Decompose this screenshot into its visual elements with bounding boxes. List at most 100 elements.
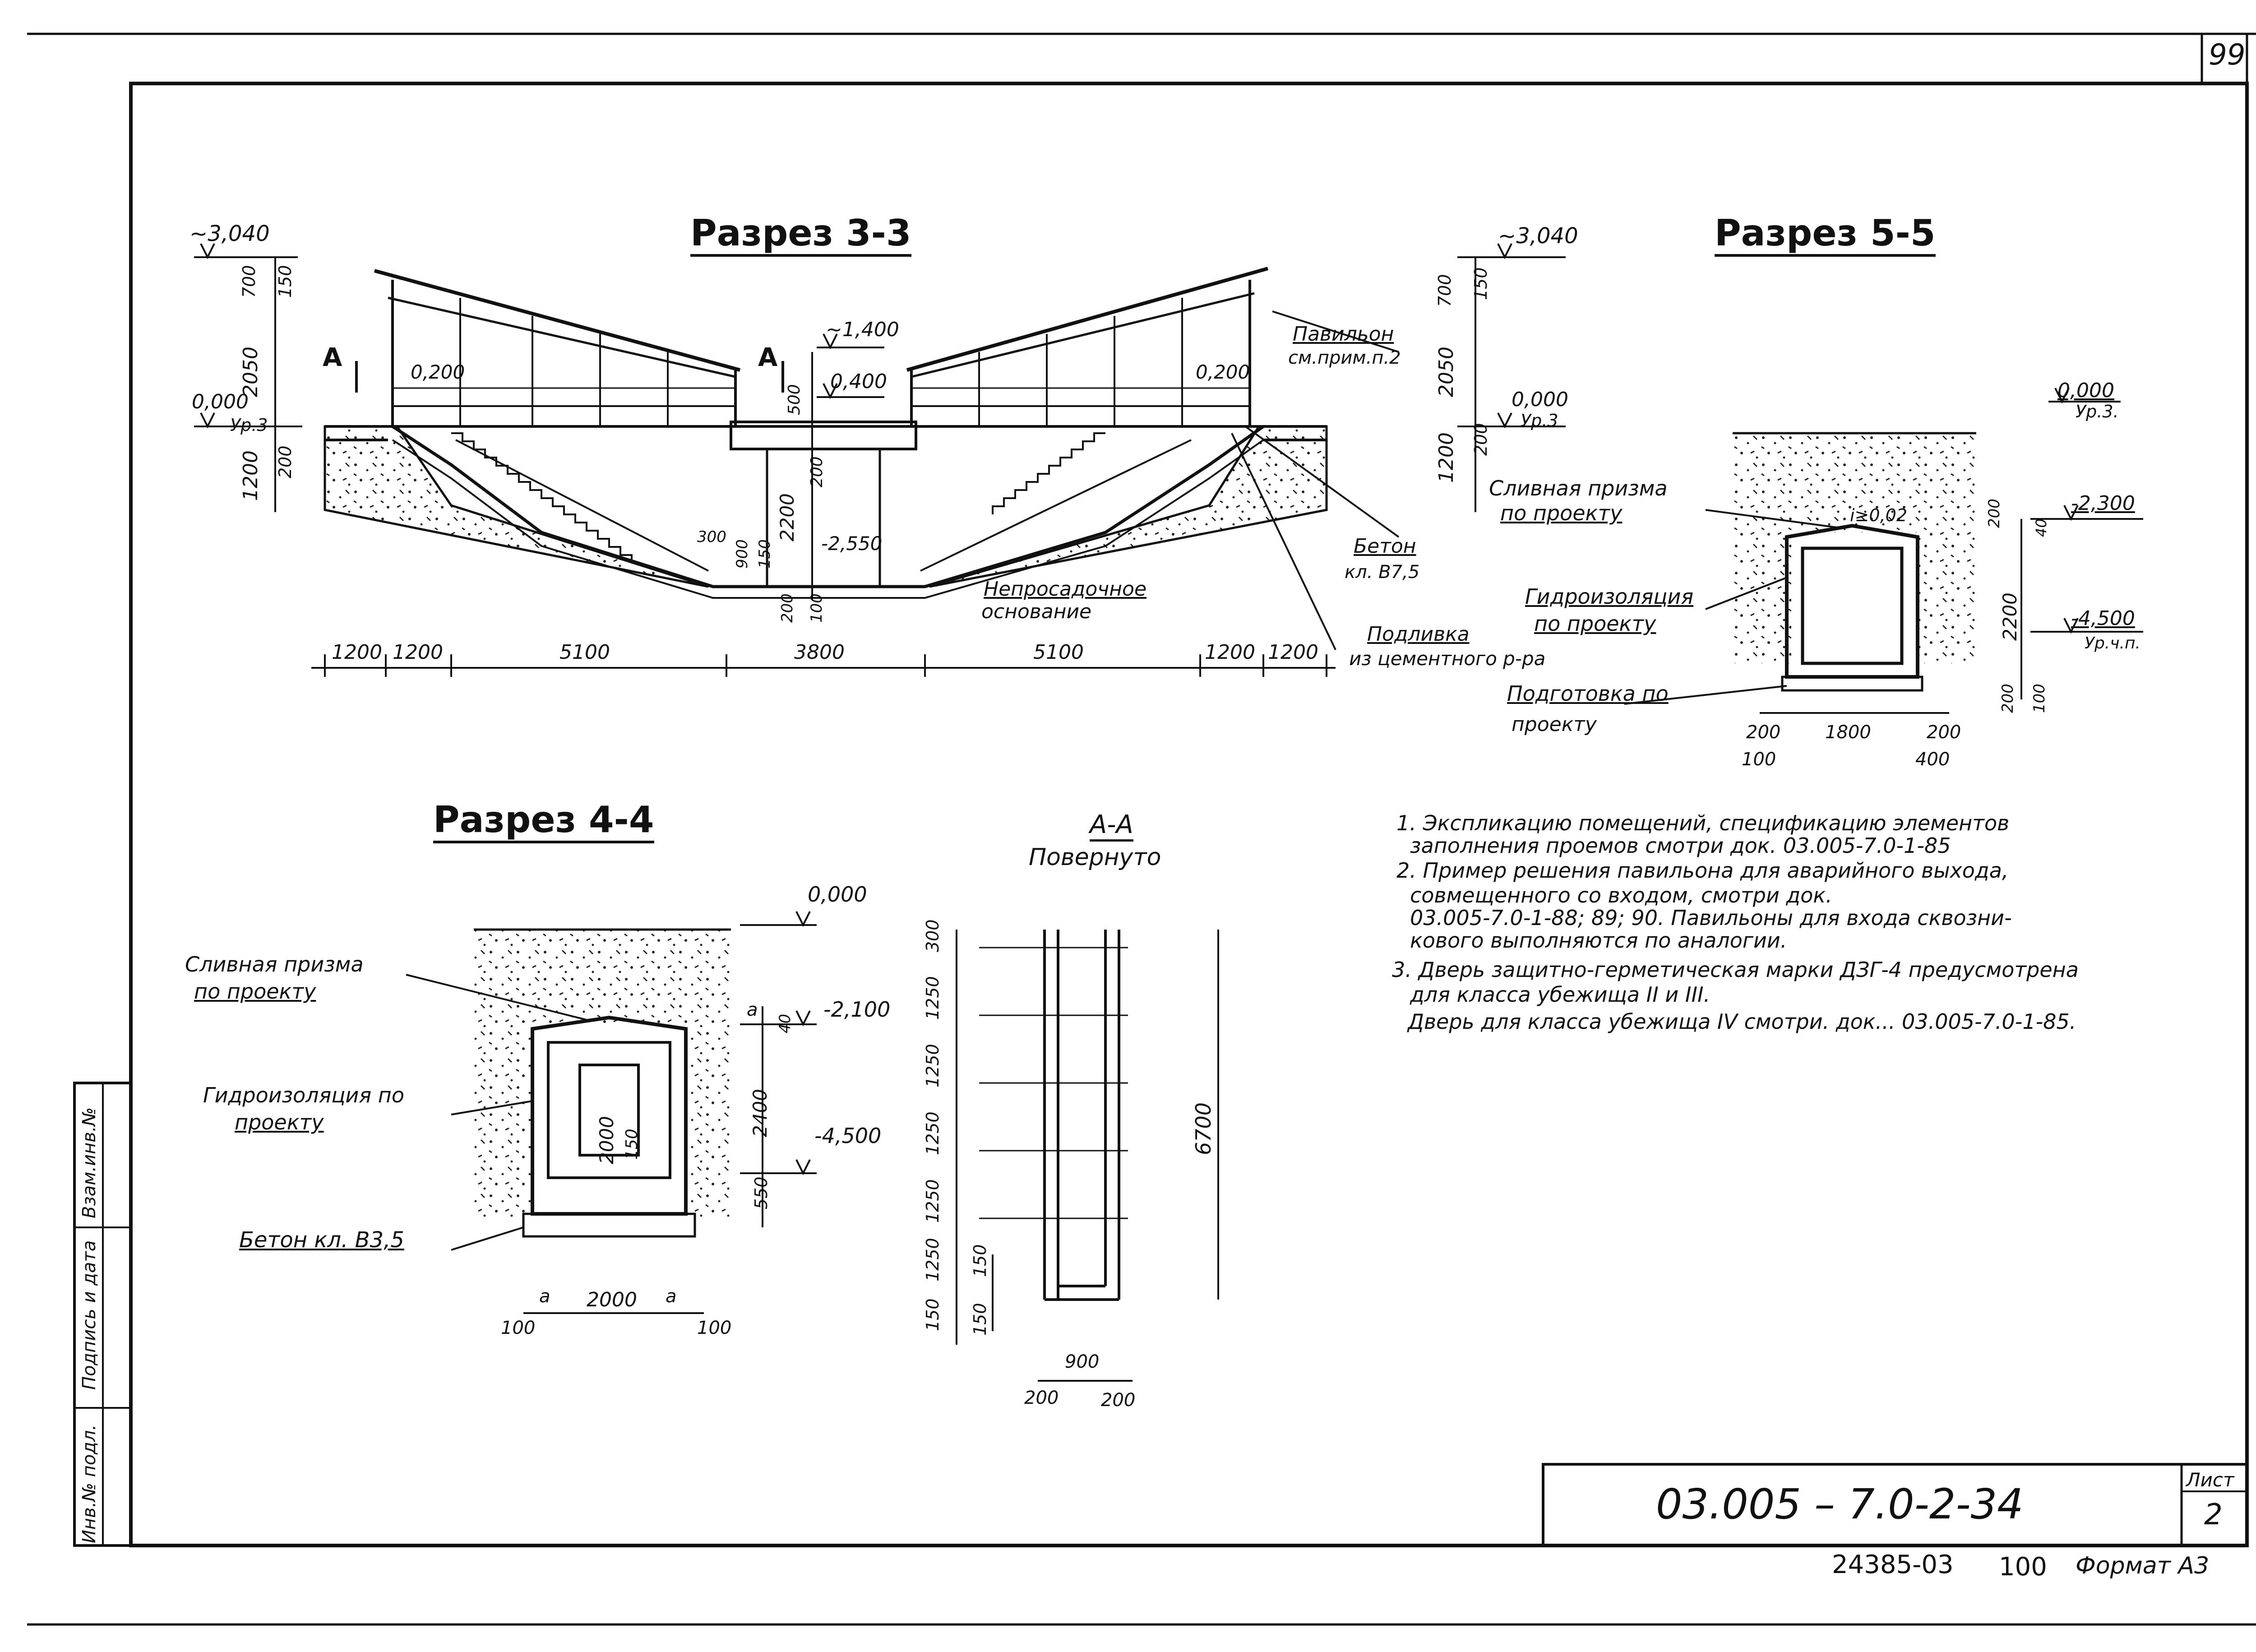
section-4-4-title: Разрез 4-4: [433, 799, 654, 843]
label-pavilion: Павильон: [1293, 323, 1394, 346]
level-inner-right: 0,200: [1196, 361, 1250, 383]
aa-dim-200b: 200: [1101, 1390, 1136, 1411]
s44-hydro: Гидроизоляция по: [203, 1083, 404, 1107]
dim-left-700: 700: [239, 265, 259, 298]
s55-prep2: проекту: [1512, 713, 1597, 736]
s55-dim-40: 40: [2033, 518, 2050, 537]
level-top-left: ~3,040: [190, 221, 270, 246]
label-concrete-class: кл. В7,5: [1345, 562, 1420, 583]
dim-bottom-1200c: 1200: [1205, 641, 1255, 664]
s44-hydro2: проекту: [235, 1110, 324, 1134]
note-line-9: Дверь для класса убежища IV смотри. док.…: [1408, 1009, 2076, 1034]
dim-bottom-5100a: 5100: [559, 641, 610, 664]
s44-level-2: -4,500: [814, 1124, 882, 1148]
aa-dim-150b: 150: [923, 1298, 943, 1331]
aa-dim-1250b: 1250: [923, 1044, 943, 1087]
note-line-6: кового выполняются по аналогии.: [1410, 928, 1787, 953]
dim-bottom-1200b: 1200: [393, 641, 443, 664]
format-label: Формат А3: [2076, 1552, 2210, 1579]
s44-concrete: Бетон кл. В3,5: [239, 1227, 404, 1253]
aa-dim-200a: 200: [1024, 1388, 1059, 1408]
s55-prism2: по проекту: [1500, 501, 1623, 525]
sheet-frame: [27, 32, 2256, 1626]
s55-dim-2200: 2200: [1999, 592, 2021, 641]
s55-prep: Подготовка по: [1507, 681, 1669, 706]
level-right-zero-sub: Ур.3: [1521, 411, 1558, 430]
stamp-inv-label: Инв.№ подл.: [79, 1424, 100, 1543]
label-base2: основание: [981, 600, 1092, 623]
dim-right-700: 700: [1435, 274, 1455, 307]
s55-prism: Сливная призма: [1489, 476, 1668, 500]
section-aa-subtitle: Повернуто: [1029, 844, 1161, 871]
aa-dim-150c: 150: [970, 1303, 990, 1336]
s44-dim-2400: 2400: [749, 1089, 771, 1137]
aa-dim-300: 300: [923, 919, 943, 952]
s44-dim-2000v: 2000: [596, 1116, 618, 1164]
dim-center-2200: 2200: [776, 493, 798, 541]
section-4-4-drawing: [406, 911, 817, 1314]
level-right-zero: 0,000: [1512, 388, 1568, 411]
level-left-zero-sub: Ур.3: [230, 415, 268, 435]
s55-dim-200c: 200: [1746, 722, 1781, 743]
label-grout2: из цементного р-ра: [1349, 648, 1546, 670]
s55-hydro2: по проекту: [1534, 611, 1656, 636]
sheet-number: 2: [2204, 1498, 2223, 1532]
page-number: 99: [2209, 38, 2246, 72]
document-code: 03.005 – 7.0-2-34: [1656, 1480, 2024, 1528]
s55-dim-400: 400: [1915, 749, 1950, 770]
s55-dim-100b: 100: [1742, 749, 1776, 770]
dim-bottom-1200d: 1200: [1268, 641, 1318, 664]
s44-dim-40: 40: [776, 1013, 794, 1033]
s44-dim-a: a: [747, 1000, 758, 1020]
dim-bottom-3800: 3800: [794, 641, 845, 664]
s44-dim-2000h: 2000: [587, 1288, 637, 1311]
aa-dim-1250c: 1250: [923, 1111, 943, 1155]
label-pavilion-ref: см.прим.п.2: [1288, 347, 1401, 368]
s44-dim-100-left: 100: [501, 1318, 536, 1338]
s44-dim-100-right: 100: [697, 1318, 732, 1338]
stamp-replace-label: Взам.инв.№: [79, 1107, 100, 1218]
s44-level-zero: 0,000: [808, 882, 867, 907]
section-3-3-drawing: [194, 243, 1566, 677]
note-line-8: для класса убежища II и III.: [1410, 982, 1710, 1007]
section-3-3-title: Разрез 3-3: [690, 212, 911, 257]
dim-right-2050: 2050: [1435, 347, 1458, 397]
s55-level-2: -4,500: [2071, 607, 2135, 630]
aa-dim-900: 900: [1065, 1351, 1100, 1372]
dim-center-150: 150: [756, 539, 774, 569]
section-5-5-drawing: [1624, 388, 2143, 714]
section-a-a-drawing: [956, 930, 1219, 1382]
s55-dim-100: 100: [2030, 684, 2048, 713]
s55-dim-200d: 200: [1927, 722, 1961, 743]
aa-dim-1250d: 1250: [923, 1179, 943, 1223]
note-line-1: 1. Экспликацию помещений, спецификацию э…: [1396, 811, 2010, 835]
note-line-7: 3. Дверь защитно-герметическая марки ДЗГ…: [1392, 958, 2079, 982]
dim-left-2050: 2050: [239, 347, 262, 397]
sheet-label: Лист: [2186, 1469, 2234, 1491]
note-line-4: совмещенного со входом, смотри док.: [1410, 883, 1832, 907]
s55-dim-200a: 200: [1985, 499, 2003, 528]
aa-dim-total: 6700: [1191, 1102, 1216, 1155]
s55-dim-200b: 200: [1999, 684, 2017, 713]
section-aa-title: А-А: [1090, 810, 1133, 842]
aa-dim-1250a: 1250: [923, 976, 943, 1020]
label-base: Непросадочное: [984, 578, 1147, 601]
s44-dim-a-right: a: [666, 1286, 677, 1307]
aa-dim-1250e: 1250: [923, 1238, 943, 1282]
aa-dim-150a: 150: [970, 1244, 990, 1277]
dim-bottom-1200a: 1200: [332, 641, 382, 664]
s44-prism: Сливная призма: [185, 952, 364, 976]
s44-dim-150: 150: [623, 1129, 641, 1160]
s55-level-zero-sub: Ур.3.: [2076, 402, 2119, 421]
dim-center-900: 900: [733, 539, 751, 569]
level-bottom: -2,550: [821, 532, 883, 555]
dim-center-200: 200: [808, 456, 826, 487]
level-inner-left: 0,200: [411, 361, 465, 383]
cut-mark-a-center: А: [758, 343, 778, 372]
dim-center-500: 500: [785, 384, 804, 415]
level-left-zero: 0,000: [192, 390, 249, 413]
archive-number: 24385-03: [1832, 1550, 1954, 1579]
s55-level-2-sub: Ур.ч.п.: [2085, 634, 2140, 652]
dim-left-150: 150: [275, 265, 295, 298]
